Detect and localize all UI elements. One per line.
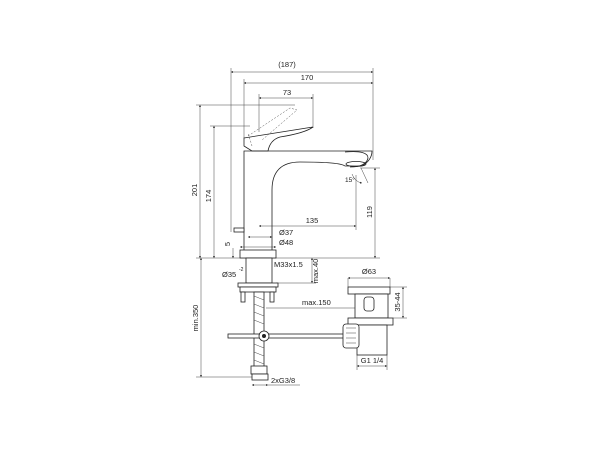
dim-dia-35-tolerance: -2	[239, 267, 244, 273]
dim-waste-height: 35-44	[393, 292, 402, 311]
dim-dia-35: Ø35	[222, 270, 236, 279]
dim-201: 201	[190, 184, 199, 197]
dim-hose-thread: 2xG3/8	[271, 376, 295, 385]
pop-up-rod	[227, 333, 347, 339]
dim-overall-width: (187)	[278, 60, 296, 69]
dim-min-350: min.350	[191, 305, 200, 332]
pop-up-rod-knob	[233, 227, 245, 233]
dim-5: 5	[223, 242, 232, 246]
dim-119: 119	[365, 206, 374, 218]
dim-170: 170	[301, 73, 314, 82]
lever-handle	[243, 126, 314, 152]
dim-dia-48: Ø48	[279, 238, 293, 247]
dim-max-40: max.40	[311, 259, 320, 284]
dim-dia-63: Ø63	[362, 267, 376, 276]
mounting-assembly	[227, 257, 347, 381]
dim-waste-thread: G1 1/4	[361, 356, 384, 365]
extension-lines	[196, 68, 380, 378]
dim-174: 174	[204, 190, 213, 203]
dim-max-150: max.150	[302, 298, 331, 307]
base-plate	[239, 249, 277, 259]
dim-thread: M33x1.5	[274, 260, 303, 269]
faucet-body	[233, 107, 373, 259]
dimension-lines	[199, 71, 407, 386]
dim-73: 73	[283, 88, 291, 97]
dim-dia-37: Ø37	[279, 228, 293, 237]
waste-fitting	[342, 286, 394, 356]
dim-135: 135	[306, 216, 319, 225]
dim-spout-angle: 15°	[345, 176, 355, 184]
